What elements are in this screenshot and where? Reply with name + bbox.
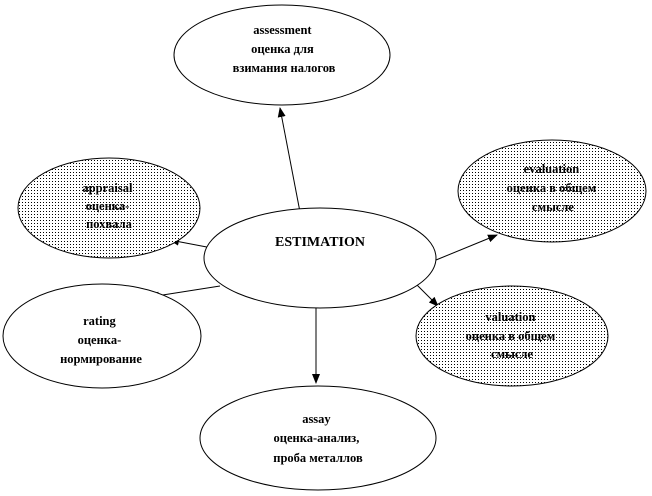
node-appraisal: appraisal оценка- похвала (17, 157, 201, 259)
center-label: ESTIMATION (275, 235, 365, 250)
evaluation-text: evaluation оценка в общем смысле (507, 162, 600, 214)
appraisal-line-1: appraisal (82, 181, 133, 195)
evaluation-ellipse (457, 139, 647, 243)
assessment-line-3: взимания налогов (233, 61, 336, 75)
center-node: ESTIMATION (203, 207, 437, 309)
appraisal-line-3: похвала (86, 217, 133, 231)
arrow-to-valuation (416, 284, 439, 307)
valuation-line-2: оценка в общем (466, 329, 556, 343)
appraisal-line-2: оценка- (86, 199, 130, 213)
arrow-to-evaluation (435, 234, 498, 261)
node-evaluation: evaluation оценка в общем смысле (457, 139, 647, 243)
assay-ellipse (199, 385, 437, 491)
assessment-ellipse (173, 4, 391, 106)
assessment-text: assessment оценка для взимания налогов (233, 23, 336, 75)
valuation-line-3: смысле (491, 347, 533, 361)
assessment-line-1: assessment (253, 23, 312, 37)
node-assessment: assessment оценка для взимания налогов (173, 4, 391, 106)
arrow-to-assessment (277, 107, 301, 213)
node-valuation: valuation оценка в общем смысле (415, 285, 609, 387)
evaluation-line-2: оценка в общем (507, 181, 597, 195)
rating-line-1: rating (83, 314, 116, 328)
valuation-text: valuation оценка в общем смысле (466, 310, 559, 361)
valuation-ellipse (415, 285, 609, 387)
assay-text: assay оценка-анализ, проба металлов (273, 412, 363, 465)
connector-arrows (149, 107, 498, 384)
valuation-line-1: valuation (485, 310, 535, 324)
rating-text: rating оценка- нормирование (60, 314, 142, 366)
assessment-line-2: оценка для (251, 42, 314, 56)
evaluation-line-1: evaluation (524, 162, 580, 176)
rating-line-3: нормирование (60, 352, 142, 366)
rating-ellipse (2, 283, 202, 389)
evaluation-line-3: смысле (532, 200, 574, 214)
assay-line-2: оценка-анализ, (274, 431, 360, 445)
appraisal-text: appraisal оценка- похвала (82, 181, 135, 231)
node-assay: assay оценка-анализ, проба металлов (199, 385, 437, 491)
rating-line-2: оценка- (78, 333, 122, 347)
assay-line-3: проба металлов (273, 451, 363, 465)
appraisal-ellipse (17, 157, 201, 259)
center-ellipse (203, 207, 437, 309)
assay-line-1: assay (302, 412, 331, 426)
node-rating: rating оценка- нормирование (2, 283, 202, 389)
